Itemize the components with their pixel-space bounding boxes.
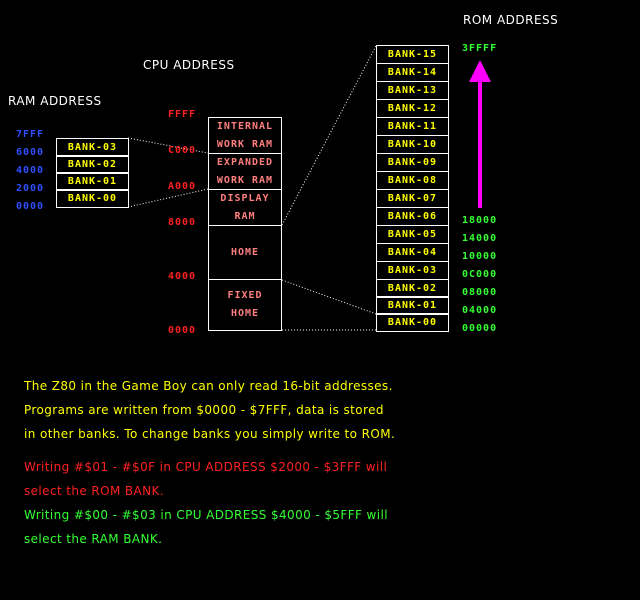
- rom-address-label: 18000: [462, 215, 498, 226]
- rom-bank: BANK-03: [376, 261, 449, 280]
- description-line: The Z80 in the Game Boy can only read 16…: [24, 379, 393, 393]
- ram-address-label: 2000: [16, 183, 45, 194]
- rom-bank: BANK-02: [376, 279, 449, 298]
- rom-bank: BANK-00: [376, 313, 449, 332]
- rom-bank: BANK-12: [376, 99, 449, 118]
- rom-bank: BANK-01: [376, 296, 449, 315]
- cpu-region-line: INTERNAL: [216, 120, 274, 132]
- rom-bank: BANK-04: [376, 243, 449, 262]
- rom-bank-instruction: Writing #$01 - #$0F in CPU ADDRESS $2000…: [24, 460, 388, 474]
- ram-address-label: 0000: [16, 201, 45, 212]
- cpu-region-display-ram: DISPLAY RAM: [208, 189, 282, 226]
- cpu-region-line: WORK RAM: [216, 174, 274, 186]
- rom-address-label: 00000: [462, 323, 498, 334]
- ram-address-label: 6000: [16, 147, 45, 158]
- rom-bank: BANK-10: [376, 135, 449, 154]
- ram-bank-instruction: select the RAM BANK.: [24, 532, 163, 546]
- rom-address-label: 14000: [462, 233, 498, 244]
- rom-bank: BANK-13: [376, 81, 449, 100]
- cpu-region-expanded-work-ram: EXPANDED WORK RAM: [208, 153, 282, 190]
- rom-bank: BANK-06: [376, 207, 449, 226]
- cpu-region-line: EXPANDED: [216, 156, 274, 168]
- rom-address-label: 10000: [462, 251, 498, 262]
- rom-bank-instruction: select the ROM BANK.: [24, 484, 165, 498]
- cpu-address-label: A000: [168, 181, 197, 192]
- description-line: Programs are written from $0000 - $7FFF,…: [24, 403, 384, 417]
- ram-address-label: 4000: [16, 165, 45, 176]
- cpu-address-label: 0000: [168, 325, 197, 336]
- ram-bank: BANK-02: [56, 155, 129, 174]
- rom-bank: BANK-11: [376, 117, 449, 136]
- rom-address-label: 04000: [462, 305, 498, 316]
- rom-bank: BANK-07: [376, 189, 449, 208]
- ram-bank: BANK-01: [56, 172, 129, 191]
- cpu-region-home: HOME: [208, 225, 282, 280]
- cpu-address-label: C000: [168, 145, 197, 156]
- ram-bank-instruction: Writing #$00 - #$03 in CPU ADDRESS $4000…: [24, 508, 388, 522]
- rom-address-header: ROM ADDRESS: [463, 13, 559, 27]
- rom-top-address: 3FFFF: [462, 43, 498, 54]
- cpu-region-line: FIXED: [227, 290, 263, 301]
- rom-bank: BANK-05: [376, 225, 449, 244]
- rom-bank: BANK-09: [376, 153, 449, 172]
- ram-address-label: 7FFF: [16, 129, 45, 140]
- cpu-region-internal-work-ram: INTERNAL WORK RAM: [208, 117, 282, 154]
- cpu-region-line: HOME: [230, 308, 260, 319]
- cpu-region-fixed-home: FIXED HOME: [208, 279, 282, 331]
- ram-bank: BANK-00: [56, 189, 129, 208]
- connector-rom-fixed-top: [281, 279, 377, 315]
- connector-rom-top: [281, 45, 377, 226]
- cpu-region-line: WORK RAM: [216, 138, 274, 150]
- ram-address-header: RAM ADDRESS: [8, 94, 102, 108]
- cpu-region-line: RAM: [234, 210, 256, 222]
- cpu-region-line: HOME: [230, 246, 260, 258]
- rom-address-label: 0C000: [462, 269, 498, 280]
- rom-arrow-head: [469, 60, 491, 82]
- rom-bank: BANK-15: [376, 45, 449, 64]
- rom-address-label: 08000: [462, 287, 498, 298]
- cpu-address-label: 4000: [168, 271, 197, 282]
- cpu-address-header: CPU ADDRESS: [143, 58, 235, 72]
- ram-bank: BANK-03: [56, 138, 129, 157]
- description-line: in other banks. To change banks you simp…: [24, 427, 396, 441]
- rom-bank: BANK-08: [376, 171, 449, 190]
- cpu-address-label: 8000: [168, 217, 197, 228]
- cpu-region-line: DISPLAY: [220, 192, 270, 204]
- rom-bank: BANK-14: [376, 63, 449, 82]
- cpu-address-label: FFFF: [168, 109, 197, 120]
